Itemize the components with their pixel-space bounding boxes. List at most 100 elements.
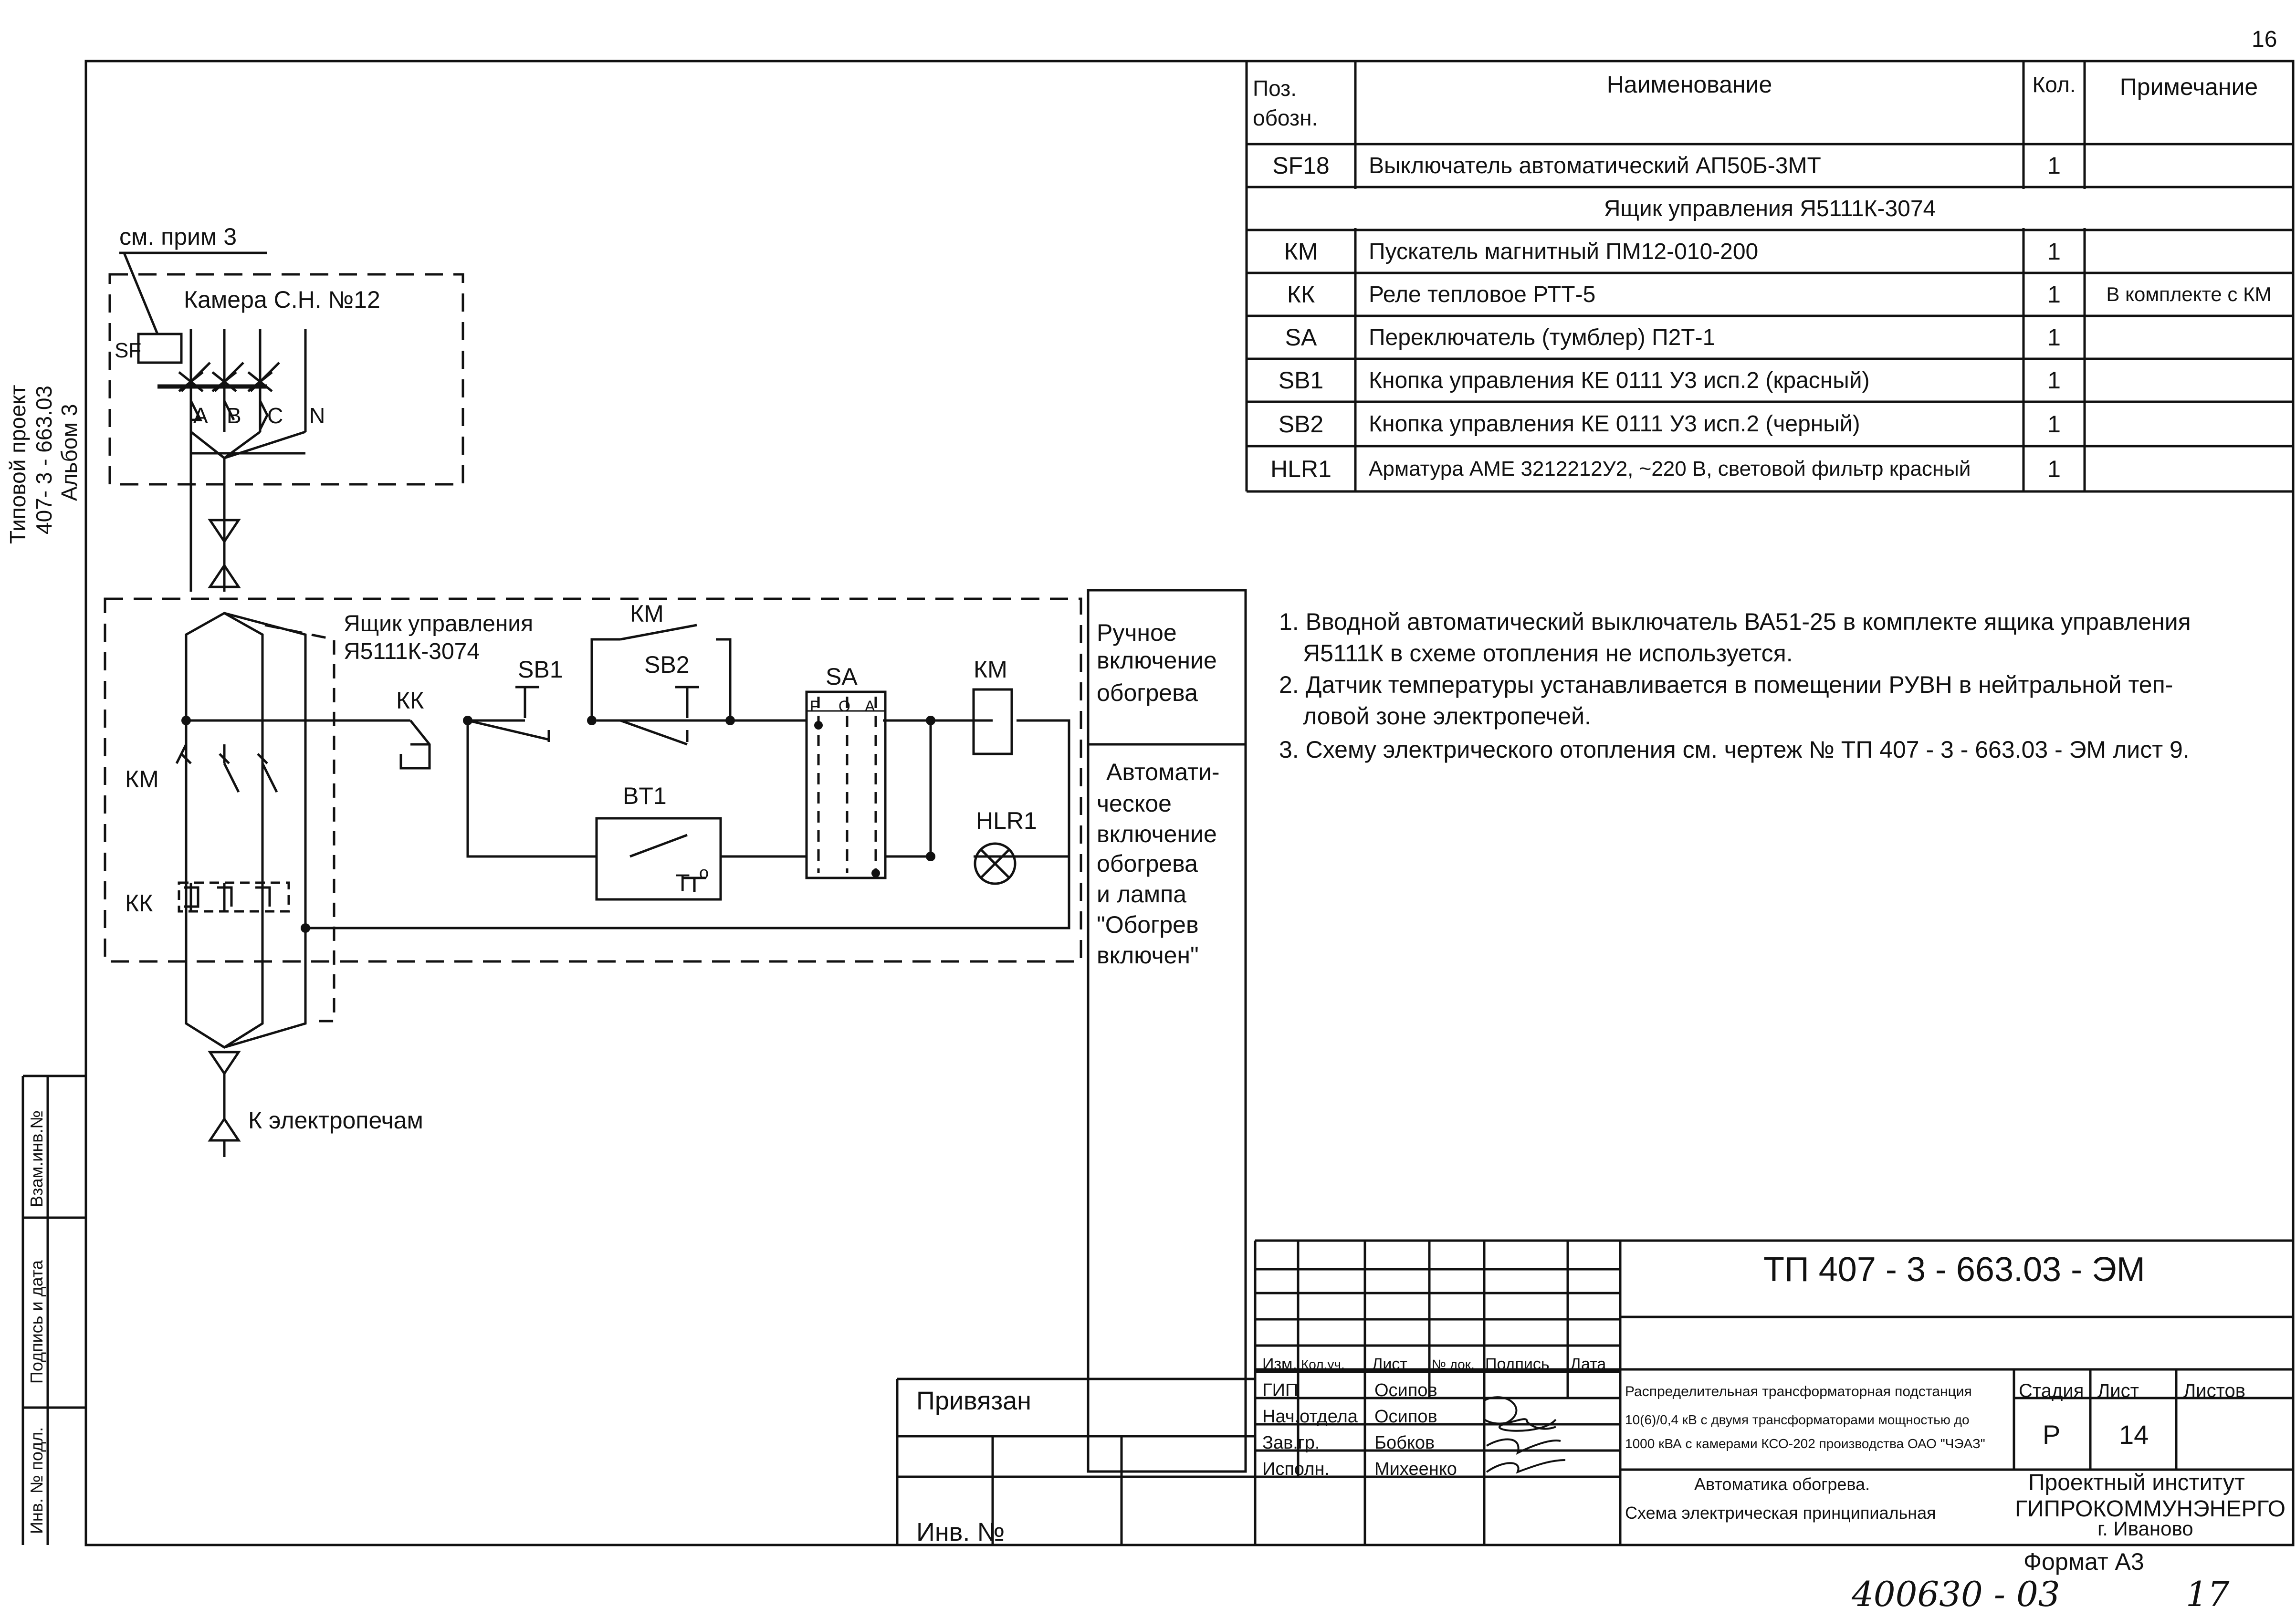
label-phase-n: N	[309, 403, 325, 428]
spec-row-name: Арматура АМЕ 3212212У2, ~220 В, световой…	[1369, 457, 1971, 480]
margin-inv-podl: Инв. № подл.	[27, 1427, 46, 1534]
note-2b: ловой зоне электропечей.	[1303, 703, 1591, 730]
name-nach-otdela: Осипов	[1374, 1407, 1437, 1427]
legend-auto-3: включение	[1097, 821, 1217, 847]
stage-value: Р	[2043, 1420, 2061, 1450]
spec-header-note: Примечание	[2119, 73, 2258, 100]
legend-auto-1: Автомати-	[1106, 759, 1220, 785]
spec-row-pos: SA	[1285, 324, 1317, 351]
label-kk-main: КК	[125, 890, 153, 917]
sheet-title-2: Схема электрическая принципиальная	[1625, 1503, 1936, 1523]
label-to-furnaces: К электропечам	[248, 1107, 423, 1134]
name-ispoln: Михеенко	[1374, 1459, 1457, 1479]
spec-row-pos: SF18	[1272, 152, 1330, 179]
list-value: 14	[2119, 1420, 2149, 1450]
note-1b: Я5111К в схеме отопления не используется…	[1303, 640, 1793, 667]
spec-row-qty: 1	[2047, 152, 2061, 179]
spec-row-name: Выключатель автоматический АП50Б-3МТ	[1369, 153, 1821, 178]
col-izm: Изм.	[1262, 1355, 1297, 1373]
format-label: Формат А3	[2023, 1548, 2144, 1575]
name-gip: Осипов	[1374, 1380, 1437, 1400]
org-1: Проектный институт	[2028, 1470, 2245, 1495]
sf-coil	[137, 333, 183, 364]
control-box	[104, 597, 1082, 963]
handwritten-archive-no: 400630 - 03	[1852, 1574, 2060, 1614]
project-desc-1: Распределительная трансформаторная подст…	[1625, 1384, 1972, 1399]
label-bt1: BT1	[623, 783, 667, 809]
label-chamber: Камера С.Н. №12	[184, 286, 380, 313]
legend-auto-7: включен"	[1097, 942, 1199, 969]
label-sf: SF	[115, 339, 142, 362]
sheet-title-1: Автоматика обогрева.	[1694, 1474, 1870, 1494]
legend-manual-1: Ручное	[1097, 619, 1177, 646]
label-box-title-1: Ящик управления	[344, 611, 534, 637]
spec-header-pos: Поз. обозн.	[1253, 76, 1318, 130]
note-3: 3. Схему электрического отопления см. че…	[1279, 736, 2190, 763]
legend-auto-4: обогрева	[1097, 850, 1198, 877]
spec-row-qty: 1	[2047, 281, 2061, 308]
label-km-aux: КМ	[630, 600, 664, 627]
spec-row-qty: 1	[2047, 238, 2061, 265]
label-phase-b: B	[227, 403, 241, 428]
spec-row-name: Кнопка управления КЕ 0111 У3 исп.2 (черн…	[1369, 411, 1860, 437]
org-2: ГИПРОКОММУНЭНЕРГО	[2015, 1496, 2286, 1522]
role-ispoln: Исполн.	[1262, 1459, 1330, 1479]
col-data: Дата	[1570, 1355, 1606, 1373]
legend-manual-2: включение	[1097, 647, 1217, 674]
side-stamp-line1: Типовой проект	[5, 385, 30, 544]
spec-row-pos: КМ	[1284, 238, 1318, 265]
role-gip: ГИП	[1262, 1380, 1299, 1400]
project-desc-2: 10(6)/0,4 кВ с двумя трансформаторами мо…	[1625, 1412, 1970, 1427]
listov-label: Листов	[2183, 1380, 2245, 1401]
legend-auto-6: "Обогрев	[1097, 911, 1199, 938]
note-2a: 2. Датчик температуры устанавливается в …	[1279, 671, 2173, 698]
sheet-frame	[84, 60, 2295, 1546]
legend-manual-3: обогрева	[1097, 679, 1198, 706]
label-phase-a: A	[193, 403, 208, 428]
spec-row-pos: HLR1	[1270, 455, 1331, 482]
side-stamp-line2: 407- 3 - 663.03	[31, 385, 56, 534]
stage-label: Стадия	[2019, 1380, 2084, 1401]
drawing-code: ТП 407 - 3 - 663.03 - ЭМ	[1763, 1251, 2145, 1289]
note-1a: 1. Вводной автоматический выключатель ВА…	[1279, 608, 2191, 635]
inv-no-label: Инв. №	[916, 1518, 1005, 1546]
col-podpis: Подпись	[1485, 1355, 1550, 1373]
label-hlr1: HLR1	[976, 807, 1037, 834]
spec-row-pos: КК	[1287, 281, 1315, 308]
spec-row-name: Переключатель (тумблер) П2Т-1	[1369, 324, 1716, 350]
side-strip	[21, 1075, 86, 1545]
label-sa-o: O	[839, 698, 850, 715]
handwritten-page: 17	[2186, 1574, 2230, 1614]
project-desc-3: 1000 кВА с камерами КСО-202 производства…	[1625, 1436, 1985, 1451]
label-bt1-deg: o	[699, 863, 709, 882]
spec-table-grid	[1245, 61, 2293, 493]
signatures	[1483, 1396, 1566, 1474]
side-stamp-line3: Альбом 3	[57, 404, 82, 501]
spec-header-name: Наименование	[1606, 71, 1772, 98]
legend-auto-2: ческое	[1097, 790, 1172, 817]
role-nach-otdela: Нач.отдела	[1262, 1407, 1358, 1427]
label-km-coil: КМ	[974, 656, 1007, 683]
label-sa-a: A	[865, 698, 875, 715]
spec-section-title: Ящик управления Я5111К-3074	[1604, 196, 1936, 221]
chamber-box	[108, 273, 464, 486]
spec-row-name: Реле тепловое РТТ-5	[1369, 282, 1596, 307]
margin-vzam: Взам.инв.№	[27, 1110, 46, 1207]
label-sb1: SB1	[518, 656, 563, 683]
org-3: г. Иваново	[2097, 1517, 2193, 1540]
legend-auto-5: и лампа	[1097, 881, 1187, 908]
role-zav-gr: Зав.гр.	[1262, 1433, 1320, 1453]
spec-row-qty: 1	[2047, 410, 2061, 438]
name-zav-gr: Бобков	[1374, 1433, 1435, 1453]
title-block-grid	[896, 1239, 2293, 1545]
label-see-note: см. прим 3	[119, 223, 237, 250]
spec-row-pos: SB2	[1278, 410, 1324, 438]
privyazan-label: Привязан	[916, 1387, 1031, 1415]
spec-header-qty: Кол.	[2032, 72, 2076, 97]
sheet-number: 16	[2252, 27, 2277, 52]
label-box-title-2: Я5111К-3074	[344, 639, 480, 664]
spec-row-pos: SB1	[1278, 367, 1324, 394]
spec-row-name: Пускатель магнитный ПМ12-010-200	[1369, 239, 1759, 264]
spec-row-name: Кнопка управления КЕ 0111 У3 исп.2 (крас…	[1369, 367, 1870, 393]
